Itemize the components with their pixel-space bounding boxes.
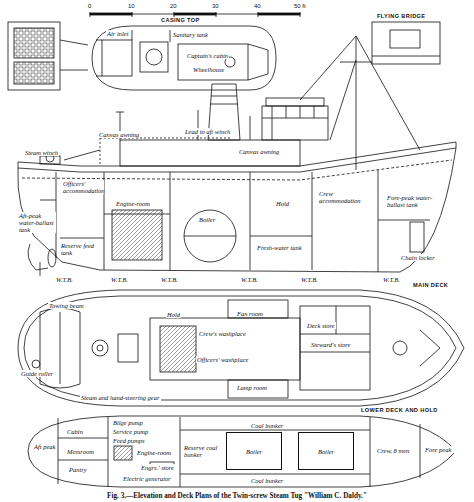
part-label: Deck store [306,322,336,329]
part-label: Bilge pump [112,419,144,426]
part-label: Sanitary tank [172,31,209,38]
part-label: Messroom [66,448,95,455]
part-label: Hold [166,311,181,318]
part-label: Service pump [112,428,149,435]
scale-number: 0 [87,3,92,10]
main-deck-plan [18,290,464,406]
part-label: Feed pumps [112,437,146,444]
part-label: Boiler [198,216,216,223]
scale-number: 20 [169,3,178,10]
part-label: Fore-peak water-ballast tank [386,194,440,208]
part-label: Officers' accommodation [62,180,104,194]
part-label: Officers' washplace [196,356,249,363]
part-label: Aft peak [33,443,56,450]
part-label: Steam winch [24,149,59,156]
part-label: Crew's washplace [198,330,247,337]
figure-caption: Fig. 3.—Elevation and Deck Plans of the … [0,492,474,501]
boiler-label: Boiler [246,448,262,455]
part-label: Chain locker [400,254,436,261]
section-heading: MAIN DECK [412,282,449,289]
part-label: Guide roller [20,370,54,377]
part-label: Crew, 8 men [376,447,410,454]
part-label: W.T.B. [55,276,74,283]
scale-number: 10 [127,3,136,10]
part-label: Wheelhouse [192,66,225,73]
part-label: Fore peak [424,446,456,453]
part-label: Coal bunker [250,477,284,484]
part-label: Electric generator [122,475,172,482]
part-label: Steward's store [310,341,351,348]
section-heading: FLYING BRIDGE [376,13,427,20]
casing-top-plan [92,26,276,90]
part-label: Coal bunker [250,422,284,429]
boiler-label: Boiler [318,448,334,455]
part-label: Fresh-water tank [256,244,306,251]
part-label: Captain's cabin [186,52,229,59]
part-label: W.T.B. [382,276,401,283]
scale-number: 50 ft [293,3,307,10]
part-label: W.T.B. [160,276,179,283]
part-label: W.T.B. [110,276,129,283]
part-label: Canvas awning [238,148,280,155]
part-label: W.T.B. [240,276,259,283]
part-label: Crew accommodation [318,190,360,204]
part-label: Engine-room [115,200,151,207]
part-label: Air inlet [106,30,129,37]
part-label: Cabin [66,428,84,435]
part-label: Pantry [68,466,88,473]
part-label: Towing beam [48,302,85,309]
boiler-box: Boiler [298,432,354,470]
flying-bridge-plan [372,22,440,64]
lower-deck-plan [28,416,456,487]
scale-number: 40 [253,3,262,10]
part-label: Steam and hand-steering gear [80,394,161,401]
boiler-box: Boiler [226,432,282,470]
part-label: Canvas awning [98,131,140,138]
part-label: Lead to aft winch [184,128,231,135]
part-label: Reserve feed tank [60,242,102,256]
part-label: W.T.B. [300,276,319,283]
part-label: Engine-room [136,449,172,456]
part-label: Hold [275,200,290,207]
section-heading: LOWER DECK AND HOLD [360,407,439,414]
scale-number: 30 [211,3,220,10]
part-label: Fan room [236,310,264,317]
part-label: Reserve coal bunker [183,444,219,458]
part-label: Lamp room [236,384,268,391]
section-heading: CASING TOP [160,17,201,24]
part-label: Aft-peak water-ballast tank [18,212,56,233]
wheelhouse-side [8,22,88,90]
elevation [18,36,456,276]
part-label: Engrs.' store [140,464,175,471]
